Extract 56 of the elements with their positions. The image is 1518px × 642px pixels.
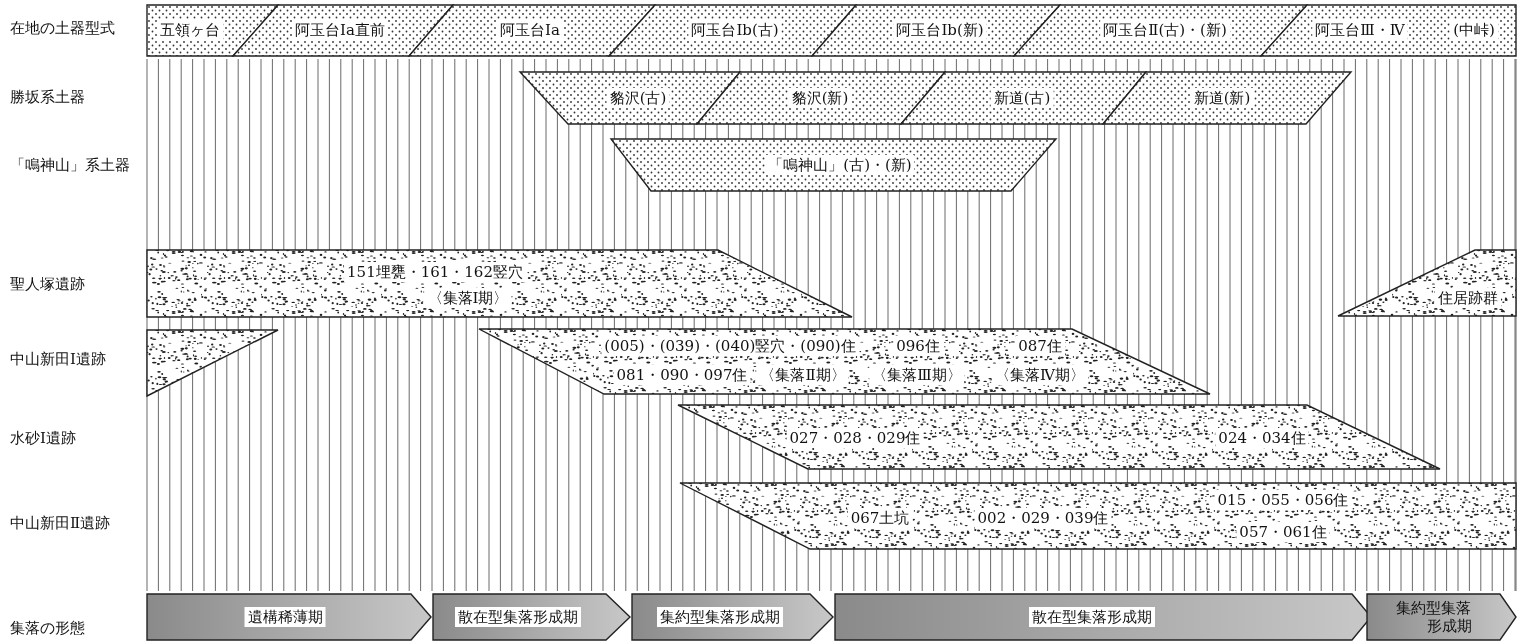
feature-label: 024・034住 <box>1215 428 1309 448</box>
row-label: 「鳴神山」系土器 <box>10 155 130 175</box>
row-label: 水砂Ⅰ遺跡 <box>10 428 76 448</box>
pottery-type-band <box>1103 72 1351 124</box>
feature-label: 015・055・056住 <box>1214 490 1352 510</box>
pottery-type-label: 貉沢(新) <box>788 88 852 108</box>
phase-label: 集約型集落形成期 <box>1395 599 1473 635</box>
settlement-phase-arrow <box>632 594 833 640</box>
row-label: 在地の土器型式 <box>10 18 115 38</box>
pottery-type-label: 阿玉台Ⅰb(新) <box>893 20 987 40</box>
pottery-type-label: 阿玉台Ⅰb(古) <box>688 20 782 40</box>
pottery-type-label: 新道(新) <box>1190 88 1254 108</box>
pottery-type-label: 五領ヶ台 <box>157 20 223 40</box>
feature-label: 151埋甕・161・162竪穴 <box>344 262 526 282</box>
row-label: 中山新田Ⅱ遺跡 <box>10 513 111 533</box>
feature-label: 〈集落Ⅱ期〉 <box>757 365 849 385</box>
feature-label: 027・028・029住 <box>786 428 924 448</box>
pottery-type-label: 阿玉台Ⅱ(古)・(新) <box>1100 20 1230 40</box>
pottery-type-label: 阿玉台Ⅰa <box>497 20 563 40</box>
settlement-phase-arrow <box>147 594 431 640</box>
feature-label: 〈集落Ⅰ期〉 <box>424 288 512 308</box>
feature-label: 081・090・097住 <box>613 365 751 385</box>
phase-label: 散在型集落形成期 <box>455 607 581 627</box>
phase-label: 集約型集落形成期 <box>657 607 783 627</box>
pottery-type-label: 「鳴神山」(古)・(新) <box>765 155 915 175</box>
feature-label: 住居跡群 <box>1435 288 1501 308</box>
site-period-band <box>147 330 278 396</box>
row-label: 集落の形態 <box>10 618 85 638</box>
settlement-phase-arrow <box>1367 594 1516 640</box>
pottery-type-label: 新道(古) <box>990 88 1054 108</box>
row-label: 聖人塚遺跡 <box>10 274 85 294</box>
site-period-band <box>147 250 852 317</box>
pottery-type-label: 阿玉台Ⅰa直前 <box>292 20 388 40</box>
site-period-band <box>678 405 1440 469</box>
feature-label: 067土坑 <box>847 508 913 528</box>
site-period-band <box>1338 250 1516 316</box>
phase-label: 散在型集落形成期 <box>1029 607 1155 627</box>
feature-label: 096住 <box>893 336 943 356</box>
pottery-type-label: (中峠) <box>1450 20 1498 40</box>
phase-label: 遺構稀薄期 <box>244 607 326 627</box>
site-period-band <box>479 329 1210 394</box>
feature-label: 〈集落Ⅳ期〉 <box>992 365 1088 385</box>
row-label: 勝坂系土器 <box>10 87 85 107</box>
pottery-type-label: 貉沢(古) <box>606 88 670 108</box>
pottery-type-label: 阿玉台Ⅲ・Ⅳ <box>1312 20 1408 40</box>
feature-label: 087住 <box>1015 336 1065 356</box>
feature-label: 002・029・039住 <box>974 508 1112 528</box>
row-label: 中山新田Ⅰ遺跡 <box>10 349 106 369</box>
feature-label: 057・061住 <box>1236 522 1330 542</box>
feature-label: (005)・(039)・(040)竪穴・(090)住 <box>601 336 859 356</box>
settlement-phase-arrow <box>433 594 630 640</box>
pottery-type-band <box>1261 5 1516 56</box>
pottery-type-band <box>611 139 1056 191</box>
pottery-type-band <box>1014 5 1307 56</box>
feature-label: 〈集落Ⅲ期〉 <box>869 365 965 385</box>
site-period-band <box>680 483 1516 549</box>
